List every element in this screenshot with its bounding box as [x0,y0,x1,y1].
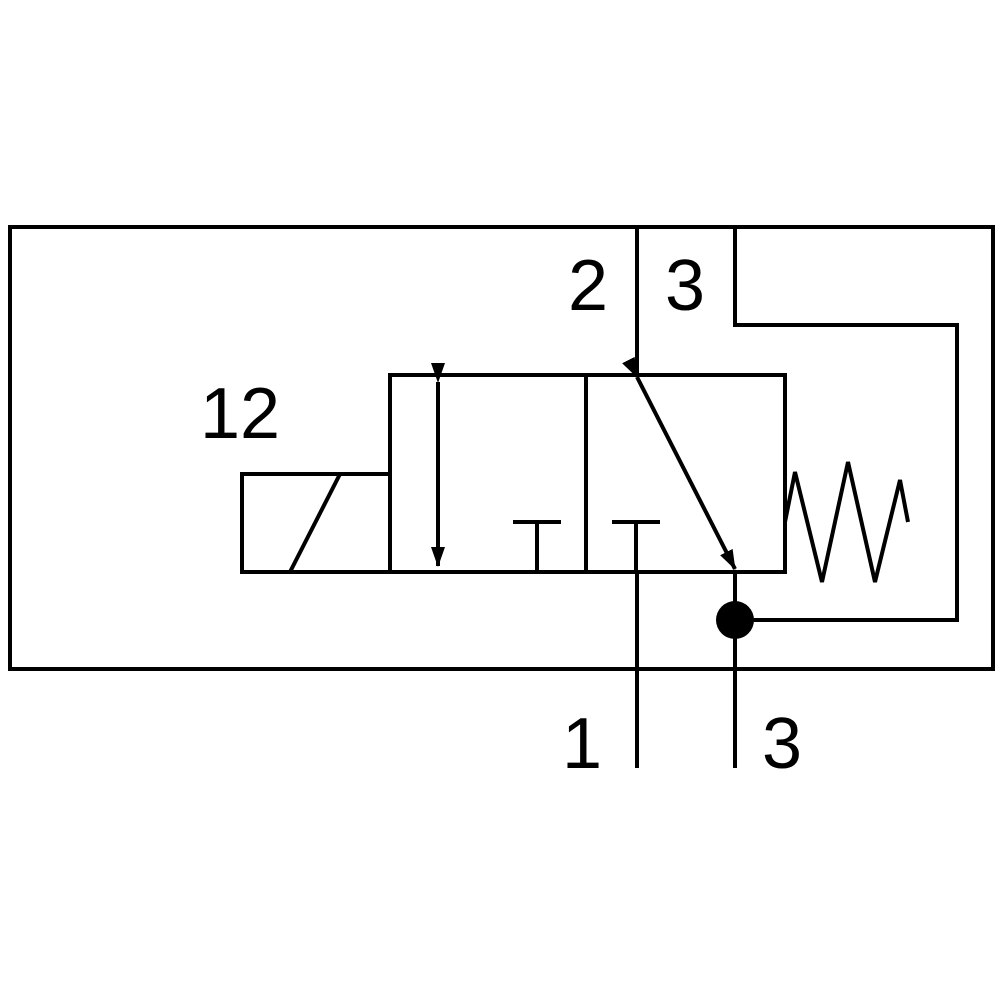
valve-position-left [388,363,588,574]
spring-icon [783,461,910,583]
port-2-label: 2 [568,246,608,326]
valve-position-right [584,356,787,574]
enclosure-frame [8,225,995,671]
port-1-label: 1 [562,704,602,784]
solenoid-actuator-icon [240,472,392,574]
port-3-bottom-label: 3 [762,704,802,784]
blocked-port-icon [612,520,660,572]
flow-arrow-icon [622,356,737,570]
blocked-port-icon [513,520,561,572]
port-3-exhaust-line [733,227,959,622]
junction-dot-icon [716,601,754,639]
port-3-top-label: 3 [665,246,705,326]
pilot-label: 12 [200,374,280,454]
